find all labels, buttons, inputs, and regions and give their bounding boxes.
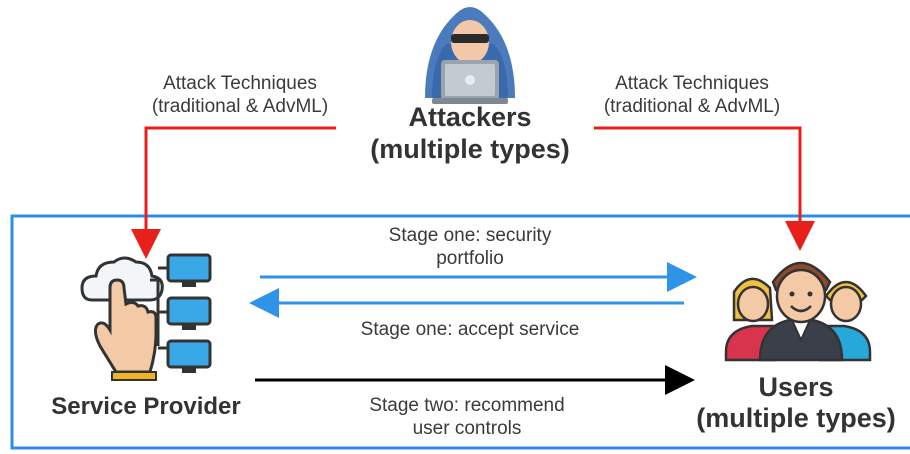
attack-techniques-right-line2: (traditional & AdvML) [603,96,781,117]
stage-security-line2: portfolio [436,248,504,269]
users-title: Users [758,372,834,402]
users-subtitle: (multiple types) [696,403,896,433]
stage-recommend-label: Stage two: recommend user controls [322,394,612,440]
attack-arrow-right [594,126,815,251]
stage-recommend-line1: Stage two: recommend [369,395,565,416]
attackers-title: Attackers [408,102,532,132]
stage-recommend-line2: user controls [412,418,522,439]
stage-security-line1: Stage one: security [388,225,552,246]
stage-accept-label: Stage one: accept service [310,318,630,341]
attackers-subtitle: (multiple types) [370,134,570,164]
service-provider-label: Service Provider [51,393,241,420]
attack-techniques-right-line1: Attack Techniques [615,73,769,94]
platform-box [10,214,910,450]
attack-techniques-right: Attack Techniques (traditional & AdvML) [572,72,812,118]
hacker-icon [425,7,515,104]
stage-security-label: Stage one: security portfolio [330,224,610,270]
attack-techniques-left-line2: (traditional & AdvML) [151,96,329,117]
attack-arrow-left [131,126,336,259]
users-label: Users (multiple types) [686,372,906,434]
users-icon [724,261,872,362]
stage-accept-line1: Stage one: accept service [360,319,580,340]
attackers-label: Attackers (multiple types) [345,101,595,165]
attack-techniques-left: Attack Techniques (traditional & AdvML) [120,72,360,118]
attack-techniques-left-line1: Attack Techniques [163,73,317,94]
service-provider-icon [80,253,212,381]
